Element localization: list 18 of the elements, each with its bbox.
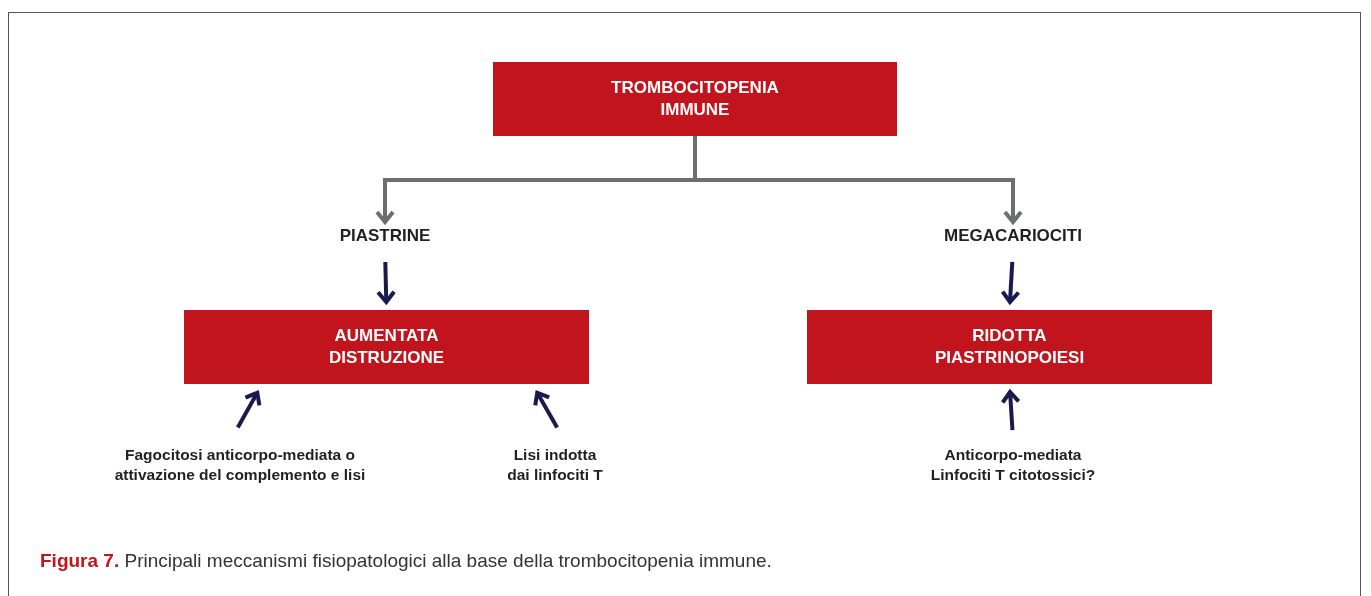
arrow (1000, 261, 1021, 304)
note-text: Anticorpo-mediata Linfociti T citotossici? (929, 444, 1097, 485)
arrow (533, 390, 559, 429)
node-label: PIASTRINE (339, 224, 431, 247)
arrow (693, 136, 1023, 224)
box-title: TROMBOCITOPENIA IMMUNE (610, 76, 780, 121)
arrow (1000, 390, 1021, 431)
box-title: RIDOTTA PIASTRINOPOIESI (933, 324, 1086, 369)
arrow (236, 390, 262, 429)
process-box (184, 310, 589, 384)
note-text: Lisi indotta dai linfociti T (506, 444, 604, 485)
process-box (493, 62, 897, 136)
process-box (807, 310, 1212, 384)
node-label: MEGACARIOCITI (944, 224, 1082, 247)
box-title: AUMENTATA DISTRUZIONE (327, 324, 446, 369)
arrow (376, 261, 397, 304)
figure-caption: Figura 7. Principali meccanismi fisiopatologici alla base della trombocitopenia immune. (40, 550, 772, 572)
note-text: Fagocitosi anticorpo-mediata o attivazione del complemento e lisi (113, 444, 367, 485)
